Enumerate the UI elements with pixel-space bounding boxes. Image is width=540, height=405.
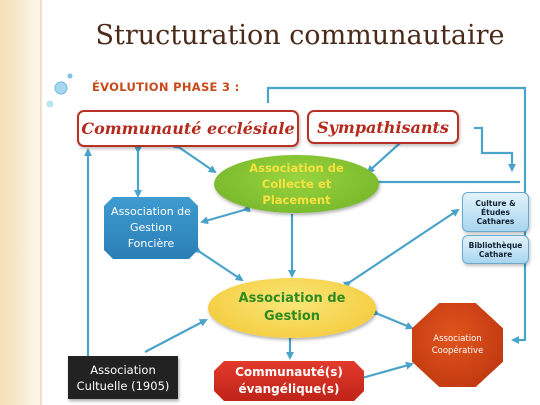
link-evangelique-cooperative: [355, 361, 414, 384]
node-association-gestion: Association de Gestion: [208, 278, 376, 338]
phase-subtitle: ÉVOLUTION PHASE 3 :: [92, 80, 240, 94]
node-association-collecte-placement: Association de Collecte et Placement: [214, 155, 379, 213]
node-association-gestion-fonciere: Association de Gestion Foncière: [104, 197, 198, 259]
node-communaute-evangelique: Communauté(s) évangélique(s): [214, 361, 364, 401]
bubble-decoration: [54, 81, 68, 95]
link-cultuelle-gestion: [144, 319, 208, 353]
link-top-loop: [266, 86, 527, 344]
link-fonciere-gestion: [192, 245, 244, 282]
paper-edge: [40, 0, 43, 405]
link-gestion-cooperative: [370, 308, 414, 330]
node-sympathisants: Sympathisants: [307, 110, 459, 144]
node-association-cooperative: Association Coopérative: [412, 303, 503, 387]
bubble-decoration: [46, 100, 54, 108]
link-sympathisants-collecte: [366, 136, 408, 174]
page-title: Structuration communautaire: [95, 20, 505, 51]
link-ecclesiale-collecte: [172, 141, 217, 174]
bubble-decoration: [67, 73, 73, 79]
paper-margin: [0, 0, 40, 405]
node-association-cultuelle: Association Cultuelle (1905): [68, 356, 178, 399]
node-bibliotheque-cathare: Bibliothèque Cathare: [462, 235, 529, 264]
link-gestion-culture: [342, 208, 460, 289]
node-communaute-ecclesiale: Communauté ecclésiale: [77, 110, 299, 147]
link-sympathisants-culture: [474, 126, 516, 172]
link-collecte-fonciere: [200, 204, 251, 225]
node-culture-etudes-cathares: Culture & Études Cathares: [462, 192, 529, 232]
